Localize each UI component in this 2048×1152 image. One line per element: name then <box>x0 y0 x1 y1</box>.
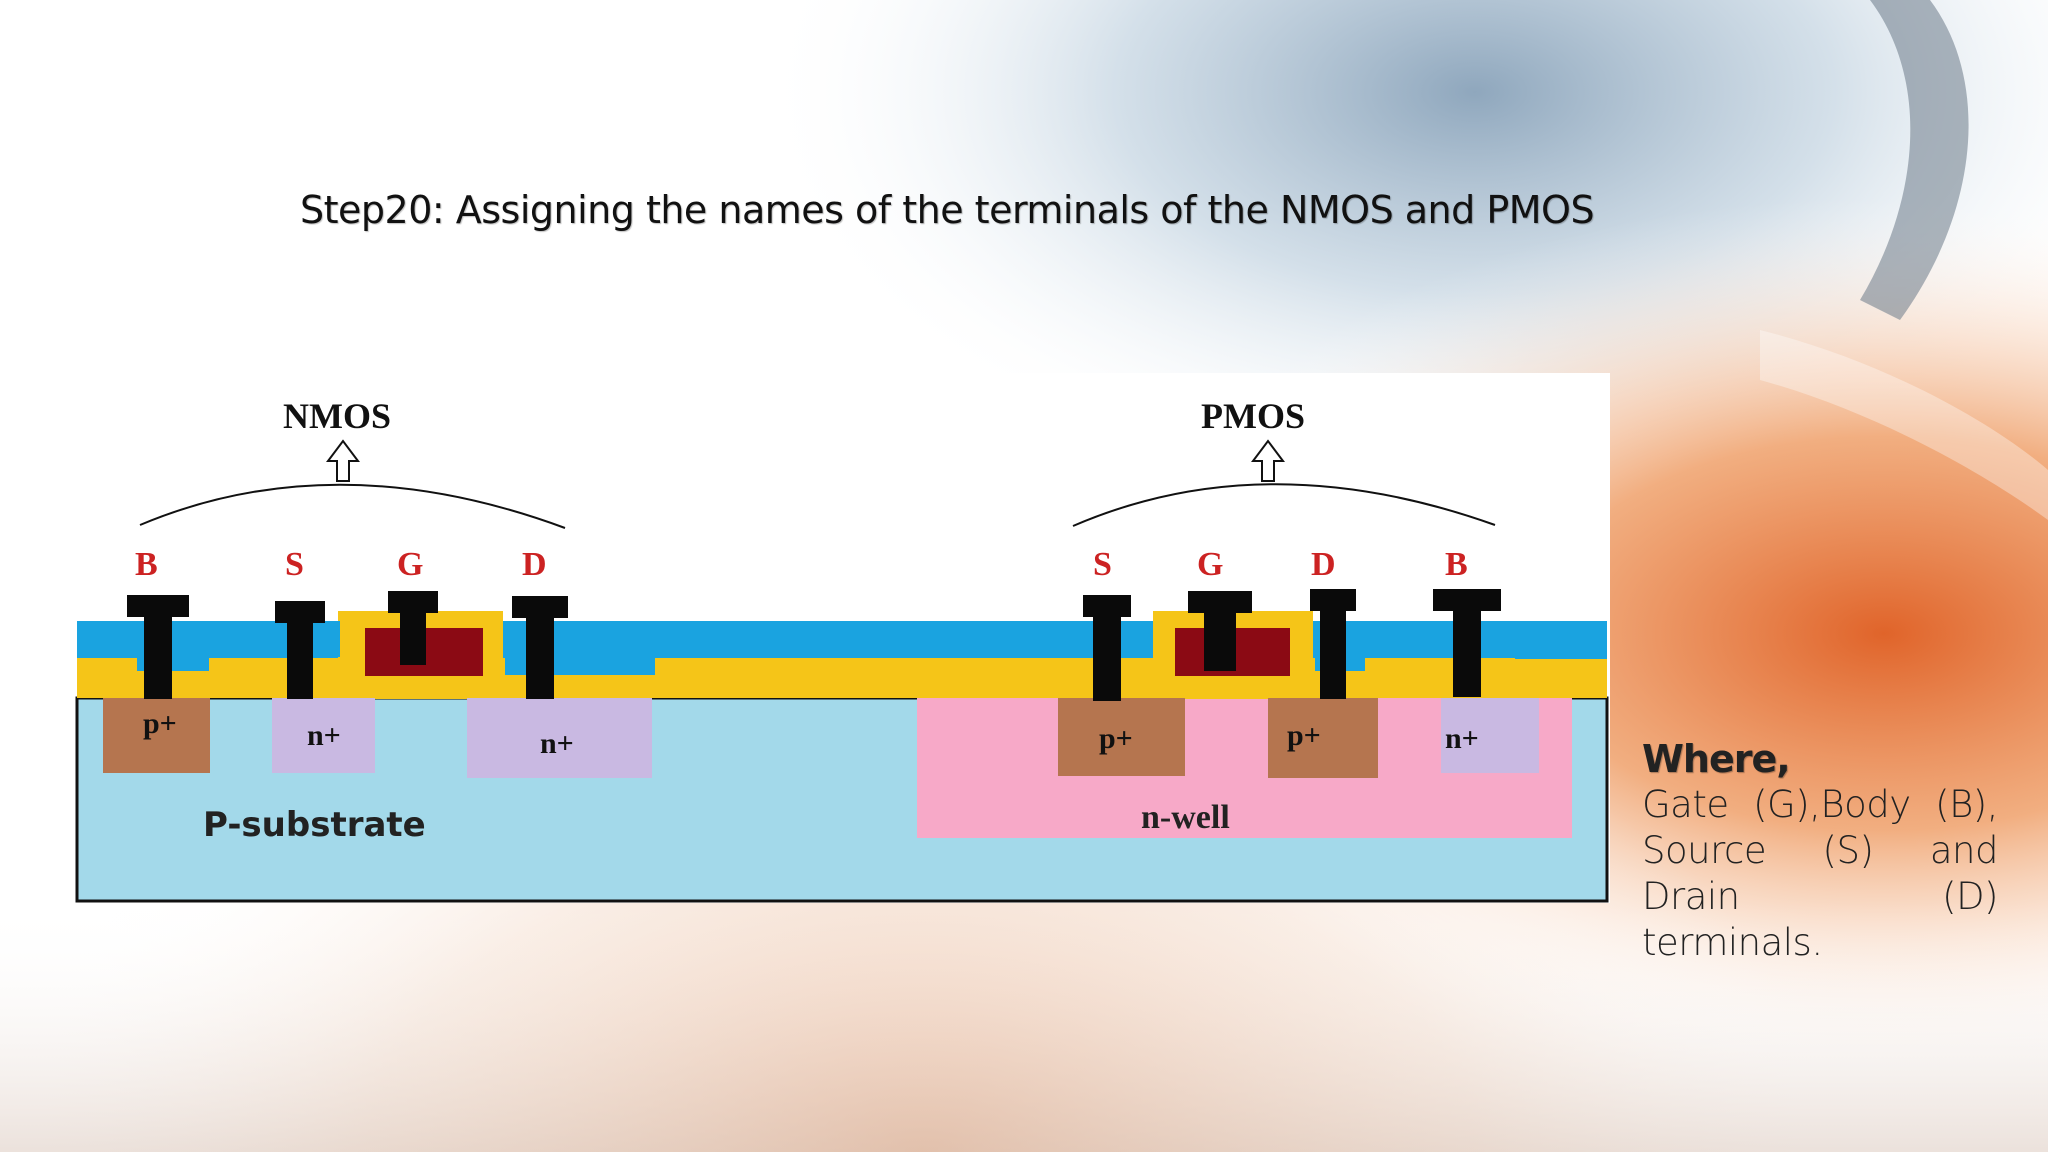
nmos-region-drain <box>467 698 652 778</box>
metal-contacts <box>127 589 1501 701</box>
nmos-region-label-3: n+ <box>540 727 574 760</box>
contact-nmos-s <box>275 601 325 699</box>
pmos-terminal-labels: S G D B <box>1093 546 1468 583</box>
contact-nmos-b <box>127 595 189 699</box>
nmos-brace <box>139 483 566 529</box>
substrate-label: P-substrate <box>203 805 426 845</box>
slide-title: Step20: Assigning the names of the termi… <box>300 188 1595 232</box>
nmos-region-label-1: p+ <box>143 707 177 740</box>
pmos-region-label-1: p+ <box>1099 722 1133 755</box>
pmos-terminal-d: D <box>1311 546 1336 583</box>
contact-pmos-b <box>1433 589 1501 697</box>
nmos-regions: p+ n+ n+ <box>103 698 652 778</box>
contact-pmos-d <box>1310 589 1356 699</box>
pmos-regions: p+ p+ n+ <box>1058 698 1539 778</box>
pmos-region-source <box>1058 698 1185 776</box>
nmos-terminal-s: S <box>285 546 304 583</box>
contact-pmos-g <box>1188 591 1252 671</box>
oxide-right <box>1515 621 1607 659</box>
contact-nmos-d <box>512 596 568 699</box>
nmos-terminal-d: D <box>522 546 547 583</box>
pmos-terminal-b: B <box>1445 546 1468 583</box>
nmos-arrow-icon <box>326 439 360 482</box>
pmos-region-body <box>1441 698 1539 773</box>
cmos-cross-section-diagram: p+ n+ n+ p+ p+ n+ B S G D S G D B NMOS <box>75 373 1610 903</box>
pmos-arrow-icon <box>1251 439 1285 482</box>
well-label: n-well <box>1141 799 1230 836</box>
pmos-terminal-g: G <box>1197 546 1223 583</box>
nmos-region-label-2: n+ <box>307 719 341 752</box>
note-body: Gate (G),Body (B), Source (S) and Drain … <box>1642 783 1999 964</box>
pmos-brace <box>1072 483 1496 527</box>
nmos-terminal-g: G <box>397 546 423 583</box>
pmos-terminal-s: S <box>1093 546 1112 583</box>
pmos-label: PMOS <box>1201 396 1305 436</box>
nmos-label: NMOS <box>283 396 391 436</box>
nmos-region-source <box>272 698 375 773</box>
note-lead: Where, <box>1642 737 1791 781</box>
pmos-region-label-2: p+ <box>1287 719 1321 752</box>
pmos-region-drain <box>1268 698 1378 778</box>
nmos-terminal-labels: B S G D <box>135 546 547 583</box>
pmos-region-label-3: n+ <box>1445 722 1479 755</box>
nmos-region-body <box>103 698 210 773</box>
terminal-legend-note: Where, Gate (G),Body (B), Source (S) and… <box>1642 736 1999 966</box>
nmos-terminal-b: B <box>135 546 158 583</box>
contact-nmos-g <box>388 591 438 665</box>
contact-pmos-s <box>1083 595 1131 701</box>
